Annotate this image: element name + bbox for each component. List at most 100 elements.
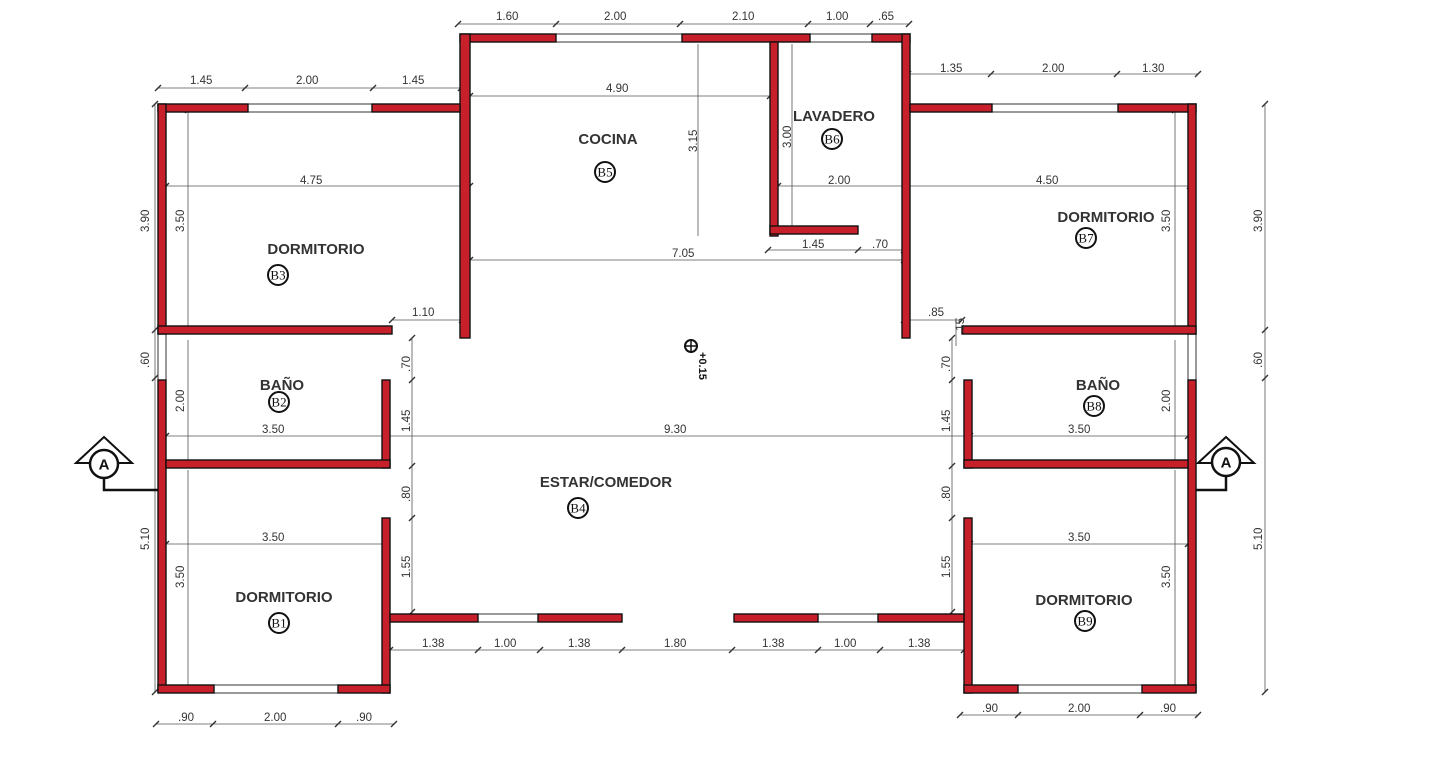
room-tag-circle [268,612,290,634]
room-name: DORMITORIO [235,589,333,606]
room-dormitorio-b3: DORMITORIO B3 [267,241,365,286]
room-dormitorio-b1: DORMITORIO B1 [235,589,333,634]
dim-text: .80 [401,486,413,502]
dim-text: 3.50 [1068,532,1090,544]
dim-text: 3.15 [688,130,700,152]
room-name: BAÑO [1076,376,1120,394]
dim-text: .65 [878,11,894,23]
room-tag: B9 [1077,614,1092,629]
section-marker-label: A [1221,455,1232,472]
dim-text: .85 [928,307,944,319]
dim-text: 3.50 [262,532,284,544]
dim-text: 2.00 [604,11,626,23]
dim-text: 3.50 [1161,566,1173,588]
dim-text: 3.50 [1161,210,1173,232]
dim-text: .90 [1160,703,1176,715]
room-tag-circle [594,161,616,183]
room-dormitorio-b9: DORMITORIO B9 [1035,592,1133,632]
dim-text: 2.00 [1042,63,1064,75]
dim-text: 3.50 [262,424,284,436]
dim-text: 1.35 [940,63,962,75]
level-marker: +0.15 [684,339,708,380]
dimension-labels: 1.60 2.00 2.10 1.00 .65 1.45 2.00 1.45 1… [140,11,1265,724]
dim-text: 3.50 [175,566,187,588]
dim-text: 4.90 [606,83,628,95]
room-name: DORMITORIO [267,241,365,258]
room-tag-circle [1075,227,1097,249]
dim-text: 3.00 [782,126,794,148]
room-name: DORMITORIO [1057,209,1155,226]
dim-text: 7.05 [672,248,694,260]
dim-text: 3.90 [140,210,152,232]
dim-text: .80 [941,486,953,502]
level-text: +0.15 [696,352,708,380]
dim-text: 4.50 [1036,175,1058,187]
dim-text: 5.10 [140,528,152,550]
dim-text: 2.00 [1068,703,1090,715]
dim-text: 1.38 [762,638,784,650]
dim-text: 1.00 [494,638,516,650]
room-tag-circle [1074,610,1096,632]
room-tag-circle [267,264,289,286]
dim-text: .90 [356,712,372,724]
dim-text: 3.50 [1068,424,1090,436]
dim-text: .90 [178,712,194,724]
dim-text: 1.60 [496,11,518,23]
dim-text: 9.30 [664,424,686,436]
dim-text: 1.80 [664,638,686,650]
room-tag: B6 [824,132,840,147]
room-tag: B7 [1078,231,1094,246]
dim-text: 2.00 [264,712,286,724]
dimension-lines [151,20,1269,728]
dim-text: 3.90 [1253,210,1265,232]
dim-text: .90 [982,703,998,715]
dim-text: 1.55 [401,556,413,578]
dim-text: .70 [401,356,413,372]
dim-text: 1.45 [190,75,212,87]
dim-text: .70 [941,356,953,372]
dim-text: 2.00 [828,175,850,187]
dim-text: 1.10 [412,307,434,319]
room-tag: B3 [270,268,285,283]
dim-text: 1.38 [422,638,444,650]
dim-text: 1.30 [1142,63,1164,75]
room-name: LAVADERO [793,108,875,125]
walls [157,33,1197,694]
dim-text: .60 [140,352,152,368]
room-name: ESTAR/COMEDOR [540,474,672,491]
dim-text: 2.00 [296,75,318,87]
room-estar-comedor: ESTAR/COMEDOR B4 [540,474,672,519]
room-cocina: COCINA B5 [578,131,638,183]
dim-text: 1.55 [941,556,953,578]
dim-text: 1.45 [802,239,824,251]
dim-text: 4.75 [300,175,322,187]
section-marker-left: A [73,435,158,492]
room-tag: B2 [271,395,286,410]
section-marker-line [102,478,158,492]
room-tag-circle [1083,395,1105,417]
room-tag-circle [268,391,290,413]
room-bano-b2: BAÑO B2 [260,376,304,413]
dim-text: 1.38 [568,638,590,650]
dim-text: 3.50 [175,210,187,232]
room-name: DORMITORIO [1035,592,1133,609]
dim-text: 1.38 [908,638,930,650]
room-bano-b8: BAÑO B8 [1076,376,1120,417]
dim-text: 1.45 [402,75,424,87]
dim-text: 2.00 [175,390,187,412]
dim-text: .70 [872,239,888,251]
dim-text: 2.10 [732,11,754,23]
dim-text: 1.00 [834,638,856,650]
dim-text: 5.10 [1253,528,1265,550]
room-dormitorio-b7: DORMITORIO B7 [1057,209,1155,249]
room-tag: B8 [1086,399,1101,414]
section-marker-right: A [1195,435,1257,492]
room-name: BAÑO [260,376,304,394]
room-lavadero: LAVADERO B6 [793,108,875,150]
room-name: COCINA [578,131,637,148]
section-marker-label: A [99,457,110,474]
dim-text: 1.45 [941,410,953,432]
room-tag: B4 [570,501,586,516]
dim-text: 1.45 [401,410,413,432]
